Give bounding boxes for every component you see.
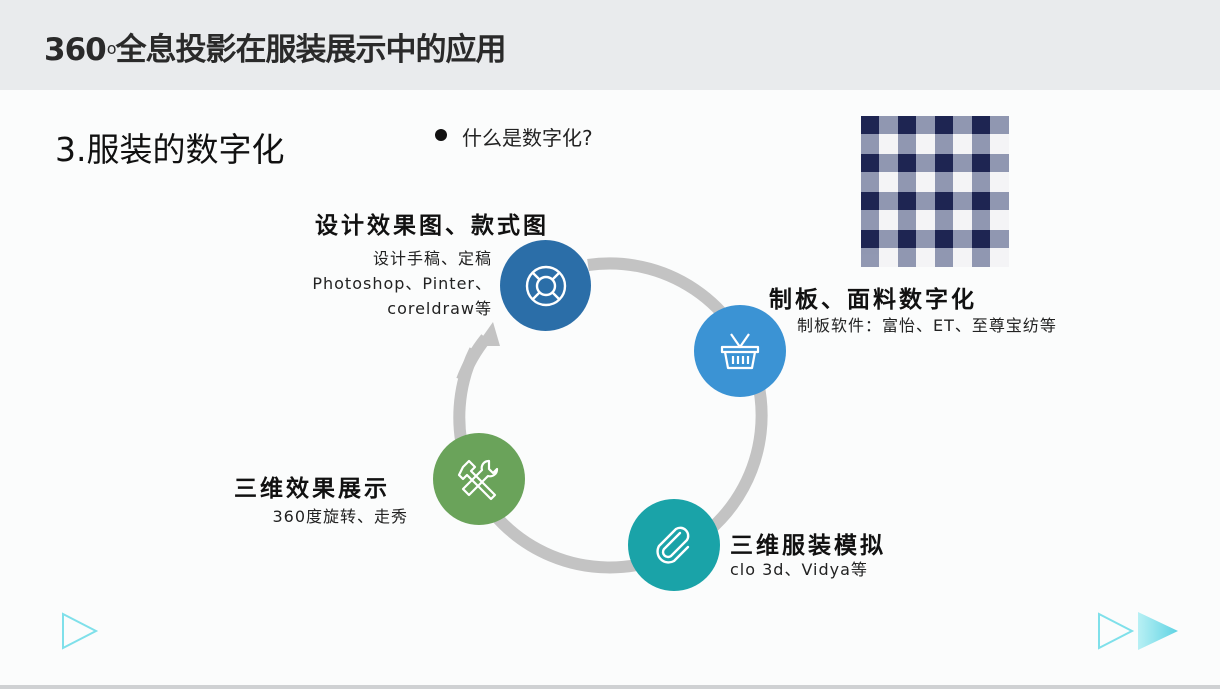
pattern-subtext: 制板软件：富怡、ET、至尊宝纺等 [797,313,1057,338]
display-subtext: 360度旋转、走秀 [272,504,408,529]
simulation-node[interactable] [628,499,720,591]
slide-title-number: 360 [44,32,107,68]
slide-title-degree: o [106,39,117,58]
slide-title: 360o全息投影在服装展示中的应用 [44,24,507,69]
section-title: 3.服装的数字化 [55,130,285,169]
design-sub-line-1: 设计手稿、定稿 [372,249,492,268]
slide-header: 360o全息投影在服装展示中的应用 [0,0,1220,90]
display-node[interactable] [433,433,525,525]
bullet-text: 什么是数字化? [462,126,593,150]
design-subtext: 设计手稿、定稿 Photoshop、Pinter、 coreldraw等 [312,246,492,321]
basket-icon [720,333,760,370]
simulation-sub-line-1: clo 3d、Vidya等 [730,560,868,579]
pattern-sub-line-1: 制板软件：富怡、ET、至尊宝纺等 [797,316,1057,335]
pattern-title: 制板、面料数字化 [769,287,977,313]
design-sub-line-2: Photoshop、Pinter、 [312,274,492,293]
paperclip-icon [656,526,690,564]
bottom-divider [0,685,1220,689]
next-arrows-icon[interactable] [1096,611,1182,651]
pattern-node[interactable] [694,305,786,397]
lifebuoy-icon [525,265,566,306]
simulation-title: 三维服装模拟 [730,533,886,559]
design-title: 设计效果图、款式图 [315,213,549,239]
gingham-fabric-image [861,116,1009,267]
design-node[interactable] [500,240,591,331]
display-sub-line-1: 360度旋转、走秀 [272,507,408,526]
design-sub-line-3: coreldraw等 [387,299,492,318]
display-title: 三维效果展示 [234,476,390,502]
tools-icon [457,459,499,501]
play-outline-icon [62,612,99,650]
simulation-subtext: clo 3d、Vidya等 [730,557,868,582]
bullet-dot-icon [435,129,447,141]
slide-title-text: 全息投影在服装展示中的应用 [115,32,507,68]
